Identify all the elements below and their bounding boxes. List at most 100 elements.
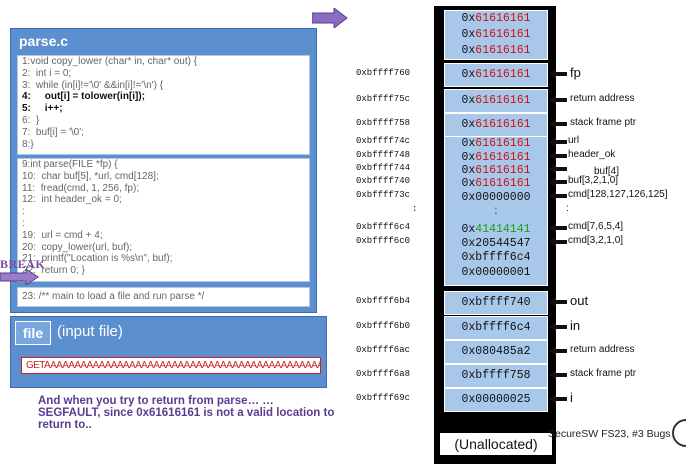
stack-cell: 0x61616161 (444, 63, 548, 87)
stack-cell: 0xbffff758 (444, 364, 548, 388)
stack-value: : (492, 205, 500, 218)
code-line: 10: char buf[5], *url, cmd[128]; (22, 170, 159, 182)
code-line: 5: i++; (22, 103, 63, 115)
parse-code: 9:int parse(FILE *fp) { 10: char buf[5],… (17, 158, 310, 282)
stack-cell: 0xbffff740 (444, 291, 548, 315)
stack-value: 0x20544547 (461, 237, 531, 250)
code-line: 21: printf("Location is %s\n", buf); (22, 253, 173, 265)
stack-cell: 0x080485a2 (444, 340, 548, 364)
left-arrow-icon (549, 237, 567, 247)
break-arrow-icon (0, 269, 39, 285)
left-arrow-icon (549, 322, 567, 332)
file-badge: file (15, 321, 51, 345)
left-arrow-icon (549, 346, 567, 356)
code-line: 22: return 0; } (22, 265, 85, 277)
stack-label: cmd[3,2,1,0] (568, 235, 624, 246)
stack-label: buf[4] (594, 166, 620, 177)
stack-label: url (568, 135, 580, 146)
stack-value: 0x61616161 (461, 28, 531, 41)
stack-address: 0xbffff73c (356, 190, 411, 200)
stack-value: 0x61616161 (461, 44, 531, 57)
left-arrow-icon (549, 223, 567, 233)
left-arrow-icon (549, 69, 567, 79)
stack-label: : (566, 203, 569, 214)
left-arrow-icon (549, 151, 567, 161)
stack-address: 0xbffff748 (356, 150, 411, 160)
stack-label: return address (570, 344, 635, 355)
left-arrow-icon (549, 370, 567, 380)
stack-cell: 0x61616161 (444, 89, 548, 113)
stack-address: 0xbffff740 (356, 176, 411, 186)
stack-value: 0x61616161 (461, 164, 531, 177)
stack-value: 0xbffff6c4 (461, 251, 531, 264)
stack-address: : (412, 204, 418, 214)
code-line: 23: /** main to load a file and run pars… (22, 291, 205, 302)
code-line: 20: copy_lower(url, buf); (22, 241, 133, 253)
stack-address: 0xbffff758 (356, 118, 411, 128)
break-label: BREAK (0, 257, 46, 271)
code-panel-title: parse.c (19, 33, 69, 49)
left-arrow-icon (549, 177, 567, 187)
stack-cell-group: 0x61616161 0x61616161 0x61616161 (444, 10, 548, 60)
code-line: 2: int i = 0; (22, 67, 72, 79)
explanation-text: And when you try to return from parse… …… (38, 395, 335, 431)
stack-value: 0x61616161 (461, 177, 531, 190)
code-line: : (22, 206, 25, 218)
file-panel: file (input file) GETAAAAAAAAAAAAAAAAAAA… (10, 316, 327, 388)
left-arrow-icon (549, 164, 567, 174)
stack-address: 0xbffff744 (356, 163, 411, 173)
left-arrow-icon (549, 119, 567, 129)
stack-address: 0xbffff6b4 (356, 296, 411, 306)
stack-address: 0xbffff6a8 (356, 369, 411, 379)
code-line: 3: while (in[i]!='\0' &&in[i]!='\n') { (22, 79, 164, 91)
stack-value: 0x00000001 (461, 266, 531, 279)
stack-address: 0xbffff6c4 (356, 222, 411, 232)
stack-label: i (570, 390, 573, 405)
code-line: : (22, 217, 25, 229)
stack-label: in (570, 318, 581, 333)
left-arrow-icon (549, 191, 567, 201)
code-line: 7: buf[i] = '\0'; (22, 126, 84, 138)
stack-label: header_ok (568, 149, 616, 160)
stack-value: 0x61616161 (461, 151, 531, 164)
stack-label: stack frame ptr (570, 368, 637, 379)
unallocated-region: (Unallocated) (440, 433, 552, 455)
left-arrow-icon (549, 95, 567, 105)
left-arrow-icon (549, 137, 567, 147)
code-line: 12: int header_ok = 0; (22, 194, 122, 206)
stack-cell: 0x61616161 (444, 113, 548, 137)
stack-address: 0xbffff69c (356, 393, 411, 403)
code-panel: parse.c 1:void copy_lower (char* in, cha… (10, 28, 317, 313)
stack-value: 0x61616161 (461, 12, 531, 25)
stack-label: buf[3,2,1,0] (568, 175, 619, 186)
code-line: 8:} (22, 138, 34, 150)
code-line: 9:int parse(FILE *fp) { (22, 159, 118, 170)
code-line: 19: url = cmd + 4; (22, 229, 103, 241)
stack-address: 0xbffff760 (356, 68, 411, 78)
stack-value: 0x61616161 (461, 137, 531, 150)
stack-address: 0xbffff75c (356, 94, 411, 104)
stack-label: cmd[128,127,126,125] (568, 189, 668, 200)
file-subtitle: (input file) (57, 323, 123, 340)
stack-label: stack frame ptr (570, 117, 637, 128)
stack-address: 0xbffff6b0 (356, 321, 411, 331)
code-line: 4: out[i] = tolower(in[i]); (22, 91, 146, 103)
code-line: 6: } (22, 114, 40, 126)
circle-decoration-icon (672, 419, 686, 447)
stack-cell: 0x00000025 (444, 388, 548, 412)
code-line: 1:void copy_lower (char* in, char* out) … (22, 56, 198, 67)
code-line: 11: fread(cmd, 1, 256, fp); (22, 182, 140, 194)
stack-label: cmd[7,6,5,4] (568, 221, 624, 232)
stack-value: 0x00000000 (461, 191, 531, 204)
footer-text: SecureSW FS23, #3 Bugs (548, 428, 671, 440)
file-content: GETAAAAAAAAAAAAAAAAAAAAAAAAAAAAAAAAAAAAA… (21, 357, 321, 374)
stack-address: 0xbffff6ac (356, 345, 411, 355)
stack-cell: 0xbffff6c4 (444, 316, 548, 340)
pointer-arrow-icon (312, 8, 348, 28)
stack-address: 0xbffff6c0 (356, 236, 411, 246)
main-code: 23: /** main to load a file and run pars… (17, 287, 310, 307)
left-arrow-icon (549, 297, 567, 307)
stack-label: fp (570, 65, 581, 80)
left-arrow-icon (549, 394, 567, 404)
